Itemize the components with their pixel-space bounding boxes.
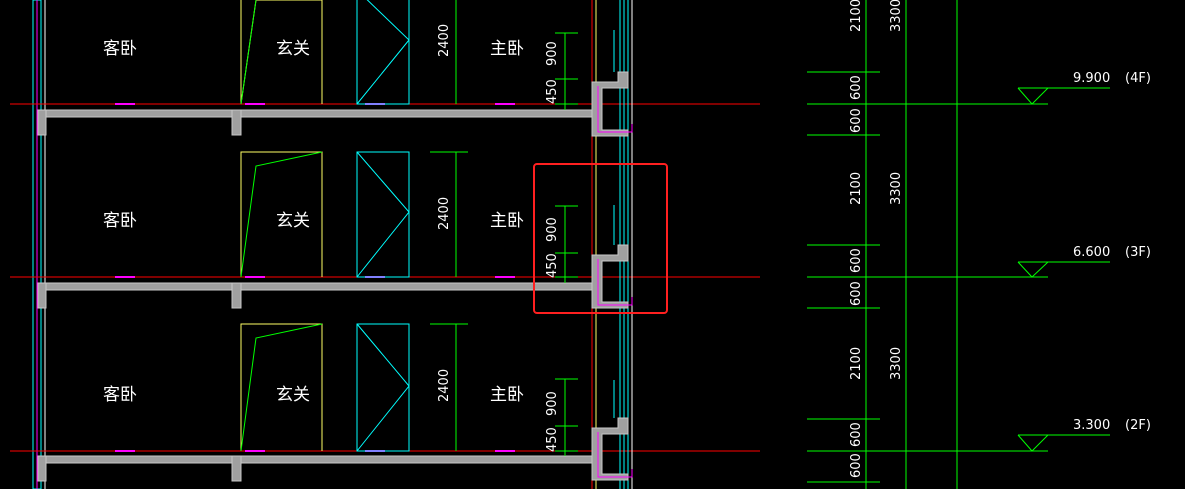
room-label-master-4: 主卧	[490, 39, 524, 59]
floor-slabs	[37, 109, 593, 482]
dim-3300-low: 3300	[889, 347, 904, 380]
room-label-master-2: 主卧	[490, 385, 524, 405]
level-floor-2f: (2F)	[1125, 418, 1151, 433]
entry-panel-3	[356, 151, 410, 278]
room-label-guest-3: 客卧	[103, 211, 137, 231]
dim-door-4: 2400	[437, 24, 452, 57]
dim-window-4: 900	[545, 41, 560, 66]
level-value-4f: 9.900	[1073, 71, 1110, 86]
dim-door-2: 2400	[437, 369, 452, 402]
dim-sill-3: 450	[545, 253, 560, 278]
dim-2100-top: 2100	[849, 0, 864, 32]
room-label-entry-4: 玄关	[276, 39, 310, 59]
level-floor-4f: (4F)	[1125, 71, 1151, 86]
facade-section	[591, 0, 633, 489]
door-3	[240, 151, 323, 277]
dim-600-a: 600	[849, 75, 864, 100]
dim-3300-top: 3300	[889, 0, 904, 32]
dim-sill-2: 450	[545, 427, 560, 452]
dim-600-d: 600	[849, 281, 864, 306]
door-2	[240, 323, 323, 451]
door-swing-3	[240, 151, 323, 278]
level-markers: 9.900 (4F) 6.600 (3F) 3.300 (2F)	[1017, 71, 1151, 452]
entry-panel-2	[356, 323, 410, 452]
level-marker-4f: 9.900 (4F)	[1017, 71, 1151, 105]
entry-panel-4	[356, 0, 410, 105]
level-value-3f: 6.600	[1073, 245, 1110, 260]
level-floor-3f: (3F)	[1125, 245, 1151, 260]
floor-2-section: 客卧 玄关 主卧 2400 900 450	[103, 323, 578, 456]
level-marker-3f: 6.600 (3F)	[1017, 245, 1151, 278]
dim-600-e: 600	[849, 422, 864, 447]
dim-600-b: 600	[849, 108, 864, 133]
room-label-master-3: 主卧	[490, 211, 524, 231]
highlight-box[interactable]	[533, 163, 668, 314]
dim-sill-4: 450	[545, 79, 560, 104]
dim-600-c: 600	[849, 248, 864, 273]
room-label-guest-4: 客卧	[103, 39, 137, 59]
room-label-guest-2: 客卧	[103, 385, 137, 405]
room-label-entry-2: 玄关	[276, 385, 310, 405]
elevation-dimensions: 2100 3300 600 600 2100 3300 600 600 2100…	[807, 0, 1048, 489]
dim-3300-mid: 3300	[889, 172, 904, 205]
door-swing-2	[240, 323, 323, 452]
floor-3-section: 客卧 玄关 主卧 2400 900 450	[103, 151, 578, 283]
dim-window-3: 900	[545, 217, 560, 242]
dim-door-3: 2400	[437, 197, 452, 230]
left-edge-walls	[32, 0, 46, 489]
dim-window-2: 900	[545, 391, 560, 416]
dim-600-f: 600	[849, 453, 864, 478]
level-value-2f: 3.300	[1073, 418, 1110, 433]
dim-2100-low: 2100	[849, 347, 864, 380]
room-label-entry-3: 玄关	[276, 211, 310, 231]
door-swing-4	[240, 0, 257, 105]
dim-2100-mid: 2100	[849, 172, 864, 205]
level-marker-2f: 3.300 (2F)	[1017, 418, 1151, 452]
floor-4-section: 客卧 玄关 主卧 2400 900 450	[103, 0, 578, 110]
